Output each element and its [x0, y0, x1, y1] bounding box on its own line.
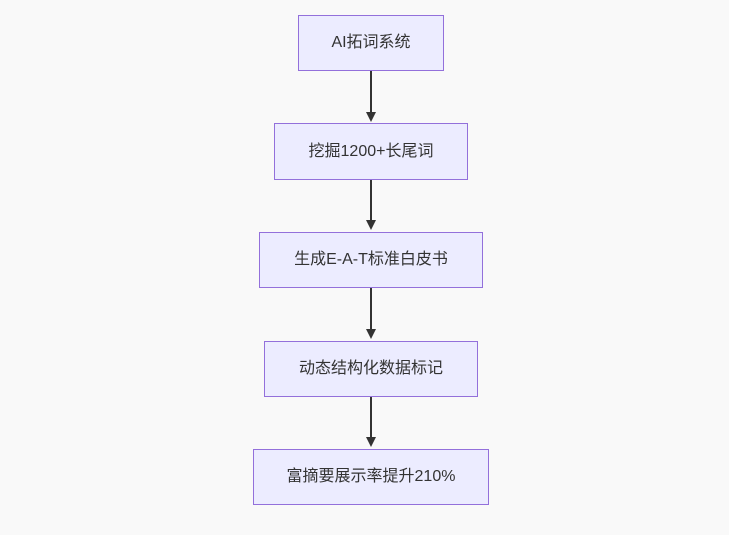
flow-node-label: 生成E-A-T标准白皮书: [294, 251, 448, 269]
arrow-step4-step5: [366, 397, 376, 447]
flow-node-rich-snippet-result: 富摘要展示率提升210%: [253, 449, 489, 505]
flow-node-label: 富摘要展示率提升210%: [286, 468, 456, 486]
arrow-step3-step4: [366, 288, 376, 339]
flow-node-label: 挖掘1200+长尾词: [308, 142, 434, 160]
arrow-step1-step2: [366, 71, 376, 122]
flow-node-ai-word-system: AI拓词系统: [298, 15, 444, 71]
flow-node-label: AI拓词系统: [331, 34, 411, 52]
flow-node-structured-data: 动态结构化数据标记: [264, 341, 478, 397]
arrow-step2-step3: [366, 180, 376, 230]
flow-node-eat-whitepaper: 生成E-A-T标准白皮书: [259, 232, 483, 288]
flow-node-longtail-mining: 挖掘1200+长尾词: [274, 123, 468, 180]
flow-node-label: 动态结构化数据标记: [298, 360, 443, 378]
